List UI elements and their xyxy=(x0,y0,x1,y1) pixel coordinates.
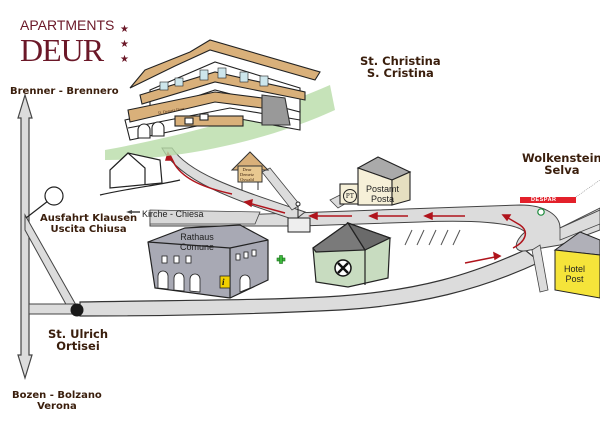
label-bozen-de-it: Bozen - Bolzano xyxy=(12,390,102,401)
label-postamt-de: Postamt xyxy=(366,184,400,194)
signpost-deur xyxy=(230,151,270,190)
tourist-info-icon xyxy=(219,275,231,289)
signpost-l3: Oswald xyxy=(240,177,254,182)
house-access-road xyxy=(161,147,307,221)
rating-stars: ★ ★ ★ xyxy=(120,22,129,67)
label-kirche: Kirche - Chiesa xyxy=(142,209,204,219)
despar-label: DESPAR xyxy=(531,197,557,203)
parking-lines xyxy=(404,229,461,246)
label-st-christina-it: S. Cristina xyxy=(366,66,434,80)
label-hotel-post: Hotel Post xyxy=(564,264,585,284)
label-wolkenstein-it: Selva xyxy=(544,163,580,177)
brand-tagline: APARTMENTS xyxy=(20,17,115,33)
label-bozen: Bozen - Bolzano Verona xyxy=(12,390,102,412)
label-klausen-de: Ausfahrt Klausen xyxy=(40,213,138,224)
despar-logo xyxy=(520,197,576,203)
label-hotel-l2: Post xyxy=(565,274,584,284)
star-icon: ★ xyxy=(120,39,129,50)
signpost-l1: Deur xyxy=(242,167,252,172)
label-postamt-it: Posta xyxy=(371,194,395,204)
kirche-road xyxy=(149,209,261,225)
signpost-l2: Demetz xyxy=(240,172,254,177)
shed xyxy=(99,152,181,196)
label-st-ulrich-de: St. Ulrich xyxy=(48,327,109,341)
brand-name: DEUR xyxy=(20,32,104,68)
fountain xyxy=(287,201,311,233)
label-st-ulrich: St. Ulrich Ortisei xyxy=(48,328,108,352)
label-postamt: Postamt Posta xyxy=(366,184,399,204)
exit-marker xyxy=(25,186,64,219)
hotel-post-building xyxy=(553,231,600,299)
info-glyph: i xyxy=(222,277,225,287)
road-to-selva xyxy=(559,209,600,241)
bank-building xyxy=(312,221,392,288)
star-icon: ★ xyxy=(120,24,129,35)
route-path xyxy=(126,151,527,264)
label-verona: Verona xyxy=(37,401,77,412)
label-klausen-it: Uscita Chiusa xyxy=(50,224,127,235)
pt-badge-icon: PT xyxy=(343,189,357,203)
label-st-christina-de: St. Christina xyxy=(360,54,441,68)
label-hotel-l1: Hotel xyxy=(564,264,586,274)
label-rathaus-de: Rathaus xyxy=(180,232,214,242)
main-road xyxy=(79,249,542,317)
label-brenner: Brenner - Brennero xyxy=(10,86,119,97)
label-rathaus-it: Comune xyxy=(180,242,215,252)
star-icon: ★ xyxy=(120,54,129,65)
selva-pointer xyxy=(575,179,600,198)
label-st-christina: St. Christina S. Cristina xyxy=(360,55,441,79)
signpost-text: Deur Demetz Oswald xyxy=(240,167,254,182)
hill-grass xyxy=(105,85,335,160)
label-wolkenstein: Wolkenstein Selva xyxy=(522,152,600,176)
junction-dot xyxy=(70,303,84,317)
label-wolkenstein-de: Wolkenstein xyxy=(522,151,600,165)
road-to-hotel xyxy=(531,244,549,293)
label-rathaus: Rathaus Comune xyxy=(180,232,214,252)
pharmacy-cross-icon xyxy=(276,255,286,264)
village-road xyxy=(149,204,600,252)
chalet-deur xyxy=(124,39,321,141)
rathaus-building xyxy=(147,224,269,299)
label-st-ulrich-it: Ortisei xyxy=(56,339,100,353)
bus-stop-icon xyxy=(537,208,545,216)
label-klausen-exit: Ausfahrt Klausen Uscita Chiusa xyxy=(40,213,137,235)
connector-road xyxy=(28,303,77,315)
